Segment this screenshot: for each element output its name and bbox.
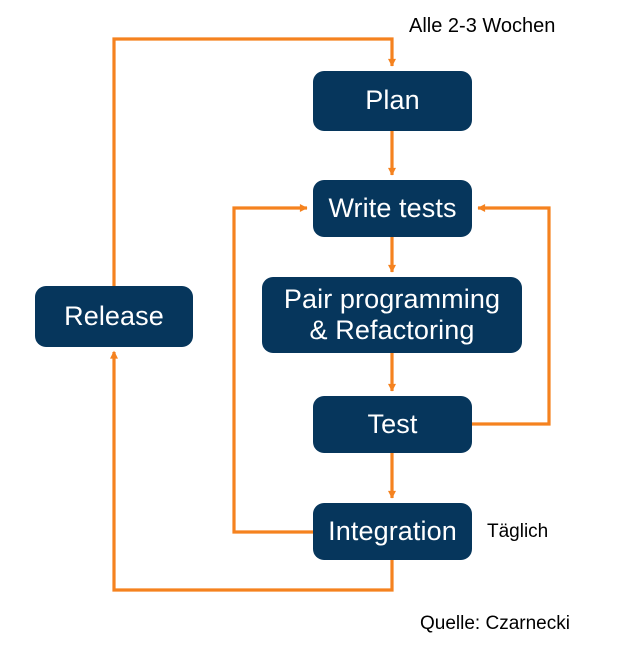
node-integration[interactable]: Integration: [313, 503, 472, 560]
edge-integration-to-release: [110, 350, 394, 592]
node-release[interactable]: Release: [35, 286, 193, 347]
edge-integration-to-write-tests: [232, 204, 313, 534]
label-cycle-daily: Täglich: [487, 521, 549, 542]
node-pair-programming[interactable]: Pair programming & Refactoring: [262, 277, 522, 353]
node-test[interactable]: Test: [313, 396, 472, 453]
label-cycle-top: Alle 2-3 Wochen: [409, 15, 556, 37]
node-plan[interactable]: Plan: [313, 71, 472, 131]
label-source: Quelle: Czarnecki: [420, 613, 570, 634]
edge-test-to-write-tests: [472, 204, 551, 426]
node-write-tests[interactable]: Write tests: [313, 180, 472, 237]
edge-release-to-plan: [112, 37, 396, 286]
